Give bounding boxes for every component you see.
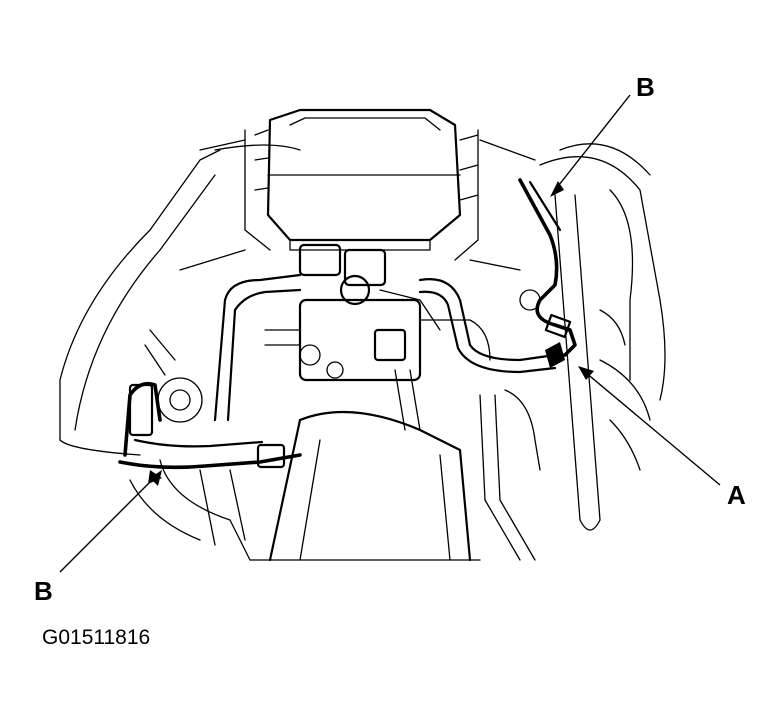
vacuum-hoses: [213, 273, 557, 561]
leader-a-arrowhead: [578, 366, 594, 380]
right-engine-parts: [504, 194, 651, 531]
figure-id: G01511816: [42, 626, 151, 649]
callout-leaders: [59, 94, 721, 573]
intake-duct: [249, 410, 481, 562]
left-wire-harness: [118, 381, 302, 484]
callout-label-b-bottom: B: [34, 576, 53, 606]
leader-b-top: [554, 94, 631, 191]
engine-outline: [59, 143, 666, 456]
right-wire-harness: [518, 178, 577, 368]
leader-a: [584, 371, 721, 486]
intake-plenum: [179, 108, 536, 271]
callout-label-a: A: [727, 480, 746, 510]
throttle-body: [264, 243, 491, 382]
callout-label-b-top: B: [636, 72, 655, 102]
left-engine-parts: [129, 329, 251, 561]
leader-b-top-arrowhead: [550, 181, 564, 197]
leader-b-bottom: [59, 471, 161, 573]
leader-b-bottom-arrowhead: [150, 470, 162, 486]
